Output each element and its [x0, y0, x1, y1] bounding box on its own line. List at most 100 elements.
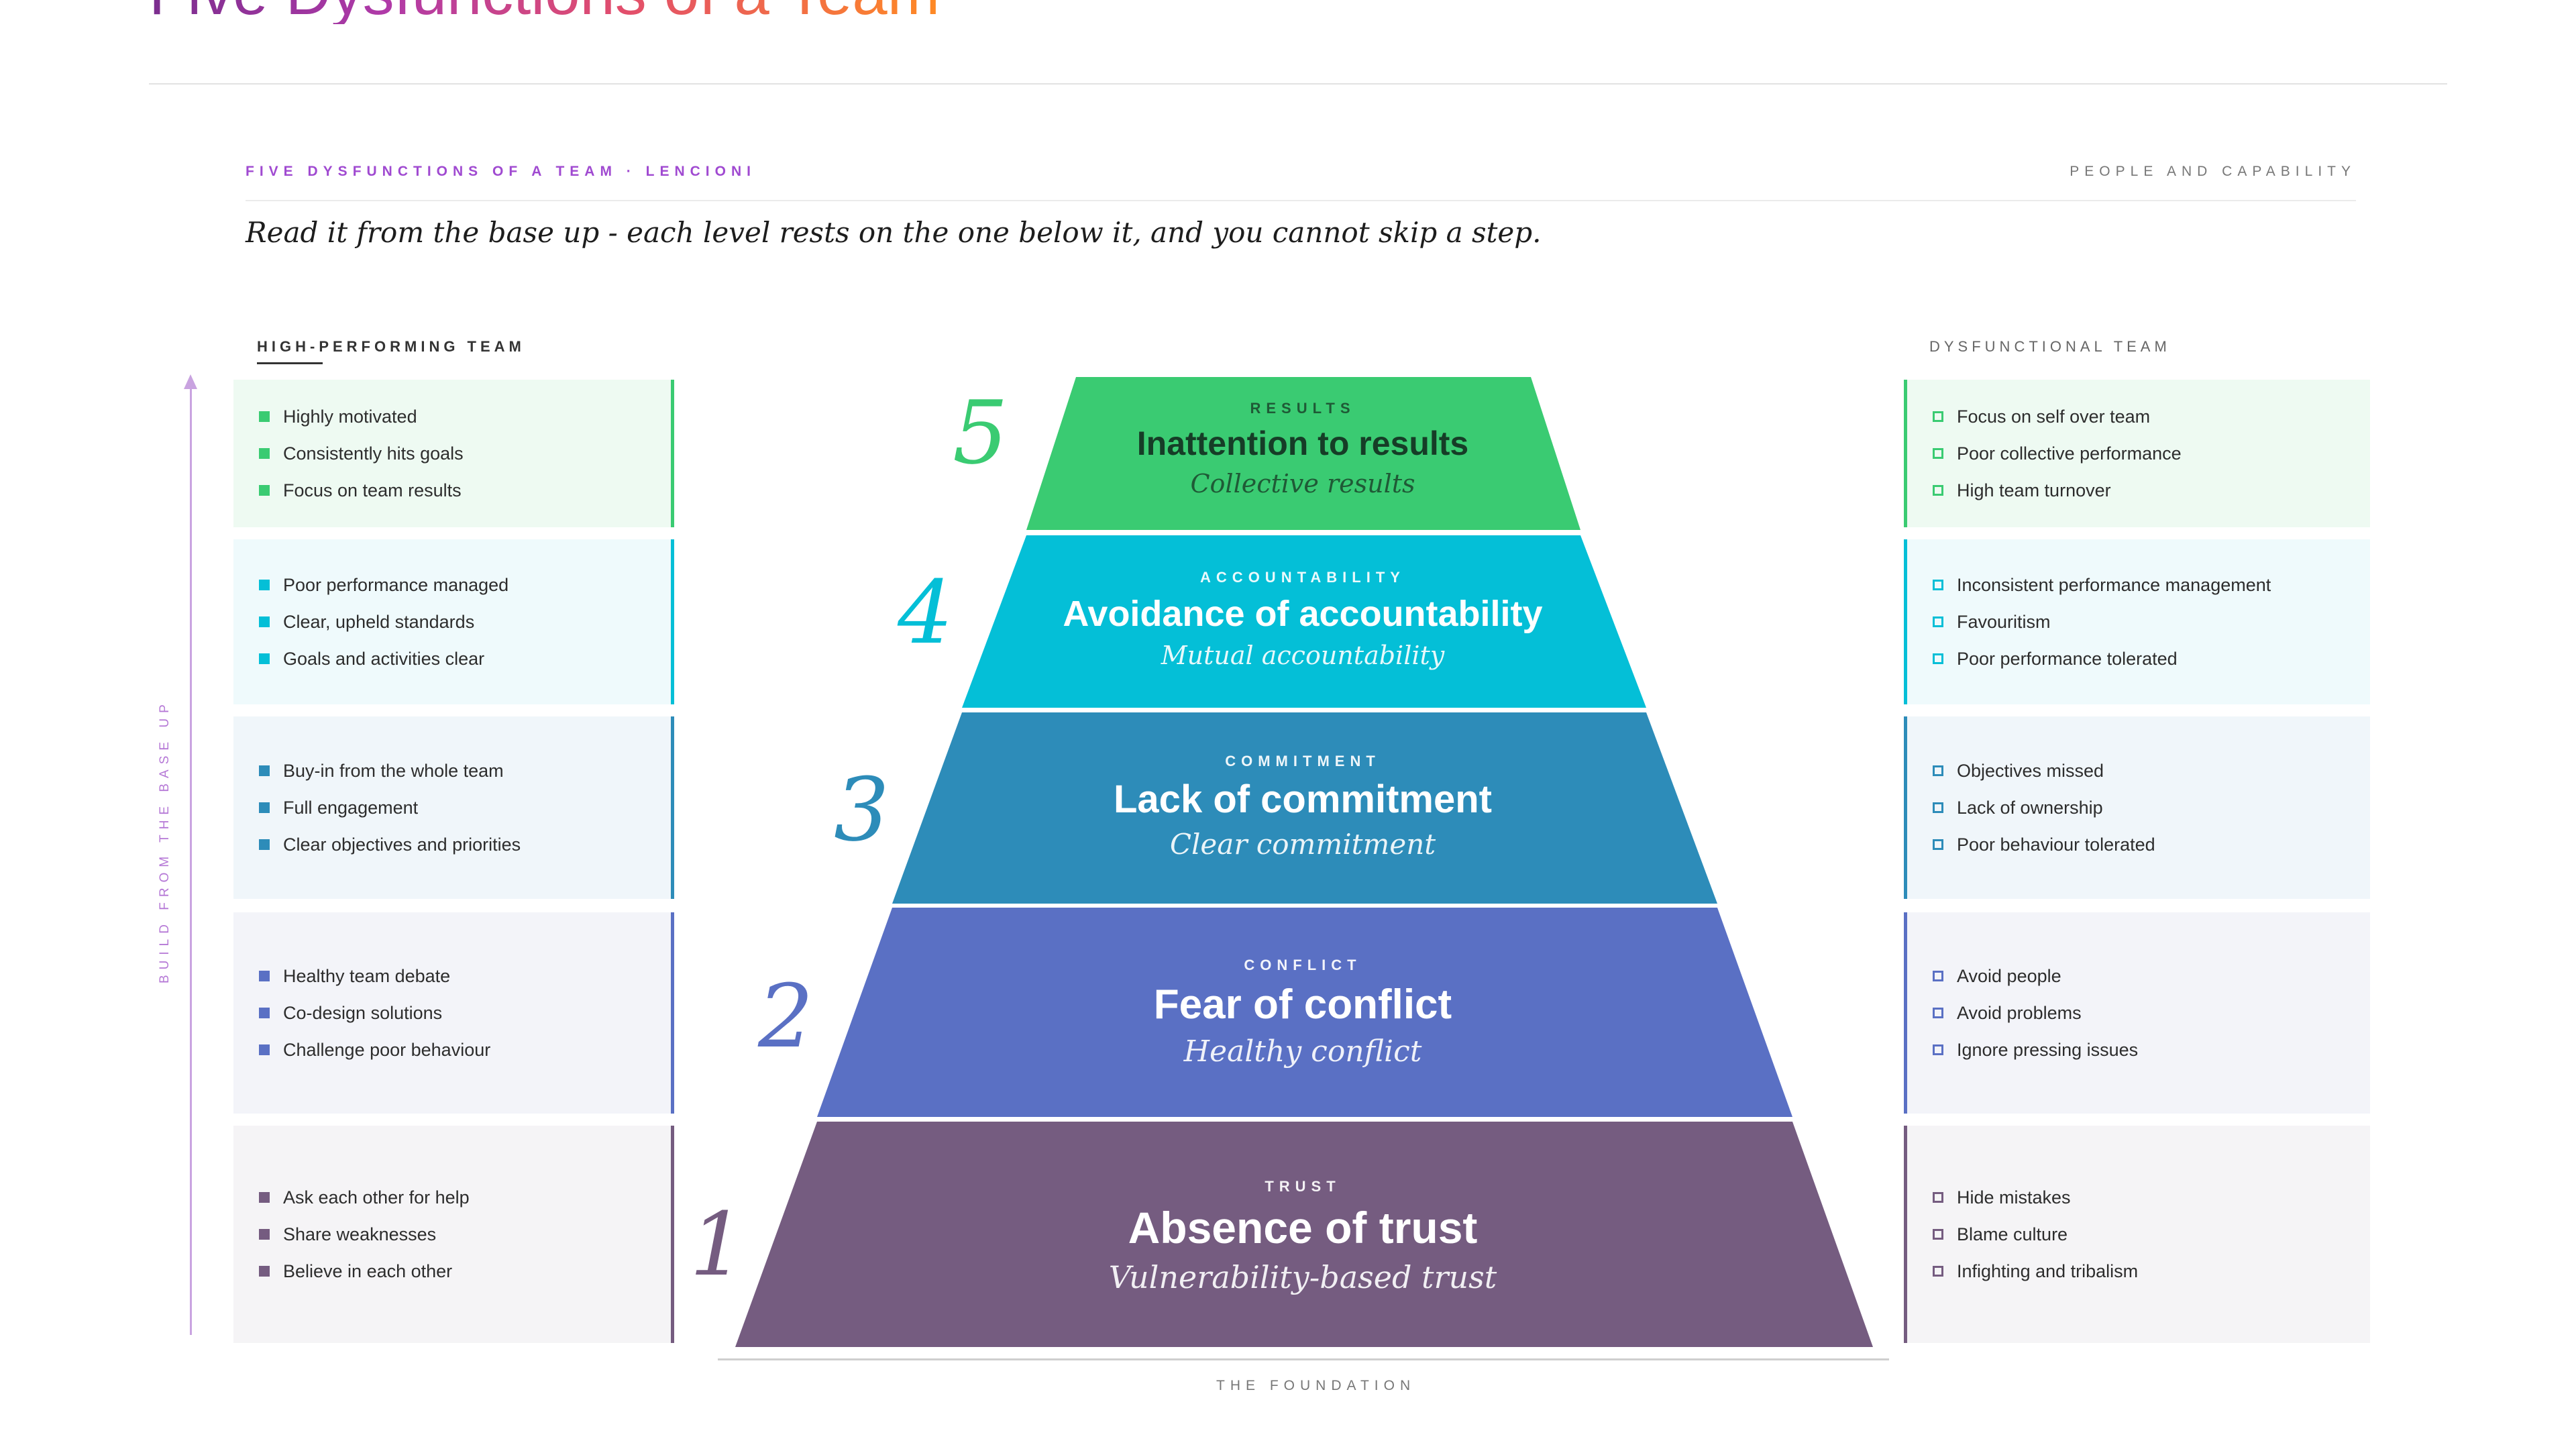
- item-label: Consistently hits goals: [283, 443, 464, 464]
- outline-square-icon: [1933, 447, 1943, 459]
- level-number-accountability: 4: [898, 561, 953, 663]
- pyramid-level-accountability: [962, 535, 1646, 708]
- high-performing-item: Believe in each other: [233, 1253, 671, 1290]
- high-performing-item: Highly motivated: [233, 398, 671, 435]
- item-label: Poor performance managed: [283, 574, 509, 595]
- level-kicker: RESULTS: [1250, 400, 1356, 417]
- build-up-arrow: [184, 374, 197, 1335]
- item-label: High team turnover: [1957, 480, 2111, 500]
- item-label: Objectives missed: [1957, 760, 2104, 781]
- level-number-commitment: 3: [834, 759, 890, 861]
- filled-square-icon: [259, 1007, 270, 1018]
- dysfunction-item: Ignore pressing issues: [1907, 1032, 2370, 1069]
- high-performing-item: Clear, upheld standards: [233, 604, 671, 641]
- outline-square-icon: [1933, 653, 1943, 664]
- eyebrow-label: FIVE DYSFUNCTIONS OF A TEAM · LENCIONI: [246, 164, 756, 179]
- item-label: Healthy team debate: [283, 965, 451, 986]
- high-performing-item: Co-design solutions: [233, 995, 671, 1032]
- high-performing-item: Challenge poor behaviour: [233, 1032, 671, 1069]
- item-label: Inconsistent performance management: [1957, 574, 2271, 595]
- item-label: Highly motivated: [283, 406, 417, 427]
- level-number-trust: 1: [690, 1193, 745, 1295]
- filled-square-icon: [259, 1265, 270, 1277]
- page-title: Five Dysfunctions of a Team: [149, 0, 940, 24]
- level-kicker: COMMITMENT: [1225, 753, 1381, 769]
- item-label: Clear, upheld standards: [283, 611, 475, 632]
- high-performing-heading: HIGH-PERFORMING TEAM: [257, 338, 525, 364]
- level-kicker: TRUST: [1265, 1178, 1341, 1195]
- dysfunction-item: Poor performance tolerated: [1907, 641, 2370, 678]
- outline-square-icon: [1933, 579, 1943, 590]
- level-name: Lack of commitment: [1114, 777, 1492, 821]
- outline-square-icon: [1933, 411, 1943, 422]
- item-label: Share weaknesses: [283, 1224, 437, 1244]
- outline-square-icon: [1933, 1265, 1943, 1277]
- item-label: Avoid problems: [1957, 1002, 2082, 1023]
- item-label: Challenge poor behaviour: [283, 1039, 491, 1060]
- dysfunction-item: Poor collective performance: [1907, 435, 2370, 472]
- filled-square-icon: [259, 1191, 270, 1203]
- outline-square-icon: [1933, 484, 1943, 496]
- item-label: Poor behaviour tolerated: [1957, 834, 2155, 855]
- high-performing-item: Full engagement: [233, 790, 671, 826]
- item-label: Ignore pressing issues: [1957, 1039, 2139, 1060]
- pyramid-level-results: [1026, 377, 1580, 530]
- title-divider: [149, 83, 2447, 85]
- high-performing-item: Clear objectives and priorities: [233, 826, 671, 863]
- dysfunction-item: Hide mistakes: [1907, 1179, 2370, 1216]
- item-label: Poor performance tolerated: [1957, 648, 2178, 669]
- item-label: Co-design solutions: [283, 1002, 443, 1023]
- item-label: Infighting and tribalism: [1957, 1260, 2139, 1281]
- level-kicker: CONFLICT: [1244, 957, 1362, 973]
- item-label: Hide mistakes: [1957, 1187, 2071, 1207]
- level-subtitle: Vulnerability-based trust: [1108, 1258, 1497, 1295]
- dysfunctional-heading: DYSFUNCTIONAL TEAM: [1929, 338, 2171, 355]
- level-name: Fear of conflict: [1153, 981, 1452, 1028]
- dysfunction-item: Poor behaviour tolerated: [1907, 826, 2370, 863]
- high-performing-item: Healthy team debate: [233, 958, 671, 995]
- level-subtitle: Mutual accountability: [1161, 641, 1445, 671]
- outline-square-icon: [1933, 1007, 1943, 1018]
- level-subtitle: Clear commitment: [1169, 827, 1436, 861]
- filled-square-icon: [259, 970, 270, 981]
- high-performing-item: Goals and activities clear: [233, 641, 671, 678]
- outline-square-icon: [1933, 1191, 1943, 1203]
- lead-text: Read it from the base up - each level re…: [246, 216, 1542, 249]
- high-performing-item: Ask each other for help: [233, 1179, 671, 1216]
- high-performing-item: Poor performance managed: [233, 567, 671, 604]
- outline-square-icon: [1933, 765, 1943, 776]
- level-subtitle: Collective results: [1190, 469, 1415, 498]
- filled-square-icon: [259, 616, 270, 627]
- pyramid-level-trust: [735, 1122, 1873, 1347]
- level-name: Absence of trust: [1128, 1203, 1478, 1252]
- outline-square-icon: [1933, 802, 1943, 813]
- item-label: Buy-in from the whole team: [283, 760, 504, 781]
- item-label: Focus on team results: [283, 480, 462, 500]
- item-label: Lack of ownership: [1957, 797, 2103, 818]
- dysfunction-item: Avoid problems: [1907, 995, 2370, 1032]
- item-label: Favouritism: [1957, 611, 2051, 632]
- item-label: Blame culture: [1957, 1224, 2068, 1244]
- filled-square-icon: [259, 839, 270, 850]
- item-label: Focus on self over team: [1957, 406, 2151, 427]
- filled-square-icon: [259, 1228, 270, 1240]
- filled-square-icon: [259, 447, 270, 459]
- item-label: Full engagement: [283, 797, 419, 818]
- foundation-label: THE FOUNDATION: [1216, 1378, 1416, 1393]
- pyramid-level-commitment: [892, 712, 1717, 904]
- item-label: Clear objectives and priorities: [283, 834, 521, 855]
- outline-square-icon: [1933, 1228, 1943, 1240]
- filled-square-icon: [259, 653, 270, 664]
